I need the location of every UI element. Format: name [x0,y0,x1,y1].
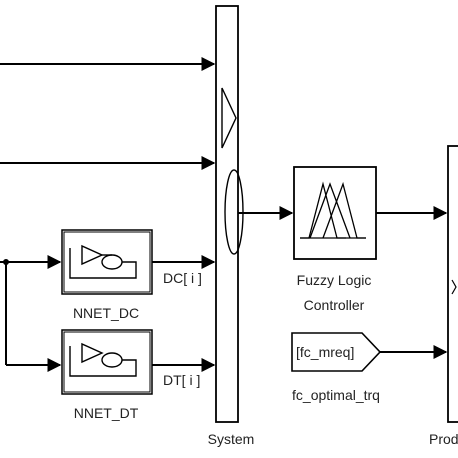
system-block[interactable]: System [208,5,255,447]
nnet-dt-block[interactable]: NNET_DT [61,329,153,421]
membership-functions-icon [300,181,366,239]
product-block[interactable]: Prod [429,145,458,447]
dc-port-label: DC[ i ] [163,270,202,286]
fc-optimal-trq-label: fc_optimal_trq [292,387,380,403]
dt-port-label: DT[ i ] [163,372,200,388]
signal-lines [0,57,448,372]
product-label: Prod [429,431,458,447]
fuzzy-label-line1: Fuzzy Logic [297,272,372,288]
nnet-dc-block[interactable]: NNET_DC [61,229,153,321]
nnet-dc-label: NNET_DC [73,305,139,321]
system-label: System [208,431,255,447]
system-block-icon [221,87,244,255]
fuzzy-label-line2: Controller [304,297,365,313]
neural-net-icon [69,342,137,377]
fc-mreq-tag-block[interactable]: [fc_mreq] fc_optimal_trq [291,332,382,403]
fuzzy-logic-controller-block[interactable]: Fuzzy Logic Controller [293,166,377,313]
neural-net-icon [69,244,137,279]
nnet-dt-label: NNET_DT [74,405,139,421]
branch-junction-dot [3,259,9,265]
product-block-icon [451,279,457,295]
fc-mreq-tag-label: [fc_mreq] [296,344,354,360]
